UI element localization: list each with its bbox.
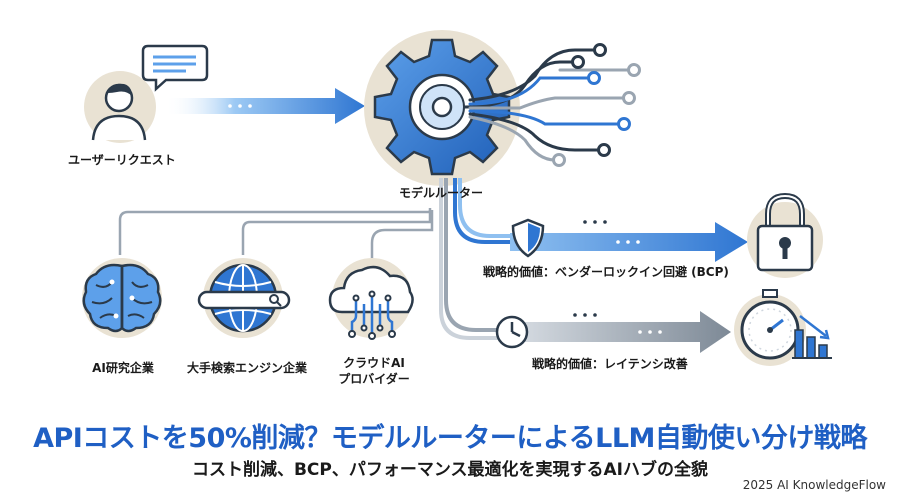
strategic-bcp-label: 戦略的価値：ベンダーロックイン回避 (BCP) (483, 265, 729, 279)
latency-arrow (500, 311, 731, 353)
shield-icon (511, 218, 545, 258)
user-icon (84, 71, 156, 143)
padlock-icon (747, 192, 823, 278)
footer-credit: 2025 AI KnowledgeFlow (742, 478, 886, 492)
cloud-icon (328, 258, 414, 340)
circuit-nodes (552, 43, 641, 167)
globe-icon (197, 258, 291, 338)
cloud-ai-label-line2: プロバイダー (338, 372, 410, 386)
gear-icon (364, 30, 520, 186)
search-engine-label: 大手検索エンジン企業 (186, 361, 308, 375)
brain-icon (82, 258, 162, 338)
page-title: APIコストを50%削減？モデルルーターによるLLM自動使い分け戦略 (33, 423, 867, 454)
circuit-branches (463, 48, 632, 162)
clock-icon (495, 315, 529, 349)
cloud-ai-label-line1: クラウドAI (343, 356, 405, 370)
provider-connectors (118, 208, 434, 258)
strategic-latency-label: 戦略的価値：レイテンシ改善 (532, 357, 688, 371)
router-down-lines (439, 178, 510, 340)
page-subtitle: コスト削減、BCP、パフォーマンス最適化を実現するAIハブの全貌 (191, 460, 709, 480)
diagram-canvas (82, 30, 832, 366)
stopwatch-icon (734, 289, 832, 366)
chat-bubble-icon (141, 44, 209, 92)
user-request-label: ユーザーリクエスト (68, 153, 176, 167)
ai-research-label: AI研究企業 (92, 361, 154, 375)
request-arrow (165, 88, 365, 124)
bcp-arrow (510, 220, 748, 262)
model-router-label: モデルルーター (398, 186, 484, 200)
